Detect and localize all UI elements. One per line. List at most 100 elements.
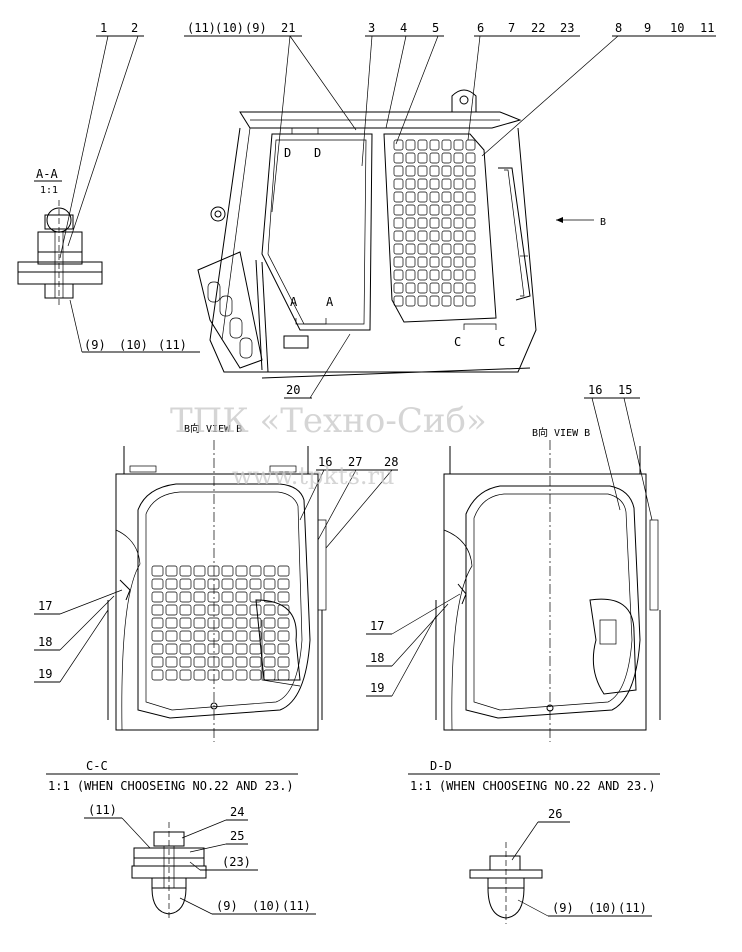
mesh-cell <box>151 630 164 642</box>
front-screen-grid <box>393 139 476 307</box>
mesh-cell <box>405 217 416 229</box>
label-d-left: D <box>284 146 291 160</box>
mesh-cell <box>429 256 440 268</box>
mesh-cell <box>417 152 428 164</box>
callout-3: 3 <box>368 21 375 35</box>
mesh-cell <box>393 152 404 164</box>
mesh-cell <box>277 565 290 577</box>
mesh-cell <box>207 669 220 681</box>
mesh-cell <box>207 643 220 655</box>
mesh-cell <box>221 643 234 655</box>
callout-26: 26 <box>548 807 562 821</box>
mesh-cell <box>235 617 248 629</box>
mesh-cell <box>207 630 220 642</box>
mesh-cell <box>441 217 452 229</box>
mesh-cell <box>263 591 276 603</box>
mesh-cell <box>179 630 192 642</box>
mesh-cell <box>193 604 206 616</box>
mesh-cell <box>207 656 220 668</box>
callout-2: 2 <box>131 21 138 35</box>
watermark-line1: ТПК «Техно-Сиб» <box>170 401 487 441</box>
mesh-cell <box>221 656 234 668</box>
callout-8: 8 <box>615 21 622 35</box>
mesh-cell <box>193 669 206 681</box>
mesh-cell <box>429 230 440 242</box>
mesh-cell <box>465 152 476 164</box>
callout-11b: (11) <box>282 899 311 913</box>
mesh-cell <box>465 269 476 281</box>
mesh-cell <box>277 669 290 681</box>
mesh-cell <box>453 204 464 216</box>
mesh-cell <box>405 269 416 281</box>
cab-side-view: (11) (10) (9) 21 3 4 5 6 7 22 23 8 9 10 … <box>184 21 716 399</box>
mesh-cell <box>465 165 476 177</box>
mesh-cell <box>417 204 428 216</box>
mesh-cell <box>405 282 416 294</box>
mesh-cell <box>235 604 248 616</box>
mesh-cell <box>151 578 164 590</box>
callout-21: 21 <box>281 21 295 35</box>
mesh-cell <box>207 604 220 616</box>
mesh-cell <box>453 139 464 151</box>
mesh-cell <box>193 617 206 629</box>
callout-23: 23 <box>560 21 574 35</box>
callout-20: 20 <box>286 383 300 397</box>
callout-9-paren: (9) <box>245 21 267 35</box>
label-c-left: C <box>454 335 461 349</box>
callout-11-paren-b: (11) <box>88 803 117 817</box>
mesh-cell <box>207 578 220 590</box>
mesh-cell <box>393 191 404 203</box>
callouts-1-2: 1 2 <box>59 21 144 259</box>
mesh-cell <box>207 617 220 629</box>
mesh-cell <box>453 269 464 281</box>
mesh-cell <box>277 591 290 603</box>
callout-10: 10 <box>670 21 684 35</box>
callout-11: 11 <box>700 21 714 35</box>
mesh-cell <box>453 243 464 255</box>
mesh-cell <box>249 604 262 616</box>
mesh-cell <box>151 669 164 681</box>
mesh-cell <box>405 139 416 151</box>
mesh-cell <box>277 604 290 616</box>
mesh-cell <box>417 191 428 203</box>
mesh-cell <box>417 282 428 294</box>
mesh-cell <box>165 617 178 629</box>
mesh-cell <box>405 230 416 242</box>
mesh-cell <box>429 139 440 151</box>
label-view-b-left: B向 VIEW B <box>184 422 242 435</box>
mesh-cell <box>249 591 262 603</box>
mesh-cell <box>465 243 476 255</box>
mesh-cell <box>393 217 404 229</box>
section-cc-note: 1:1 (WHEN CHOOSEING NO.22 AND 23.) <box>48 779 294 793</box>
mesh-cell <box>193 591 206 603</box>
mesh-cell <box>235 578 248 590</box>
callout-11-paren: (11) <box>187 21 216 35</box>
mesh-cell <box>193 630 206 642</box>
rear-view-left: B向 VIEW B 16 27 28 17 18 19 <box>34 422 398 793</box>
mesh-cell <box>393 230 404 242</box>
mesh-cell <box>429 269 440 281</box>
label-aa: A-A <box>36 167 58 181</box>
section-cc-title: C-C <box>86 759 108 773</box>
mesh-cell <box>453 230 464 242</box>
mesh-cell <box>441 204 452 216</box>
mesh-cell <box>249 643 262 655</box>
mesh-cell <box>393 139 404 151</box>
mesh-cell <box>429 204 440 216</box>
mesh-cell <box>393 295 404 307</box>
mesh-cell <box>453 165 464 177</box>
mesh-cell <box>405 204 416 216</box>
detail-a-a: A-A 1:1 <box>17 167 103 305</box>
mesh-cell <box>393 282 404 294</box>
mesh-cell <box>441 243 452 255</box>
mesh-cell <box>165 565 178 577</box>
mesh-cell <box>393 256 404 268</box>
mesh-cell <box>263 565 276 577</box>
mesh-cell <box>453 295 464 307</box>
mesh-cell <box>249 578 262 590</box>
mesh-cell <box>221 565 234 577</box>
callout-17a: 17 <box>38 599 52 613</box>
mesh-cell <box>193 643 206 655</box>
mesh-cell <box>221 578 234 590</box>
